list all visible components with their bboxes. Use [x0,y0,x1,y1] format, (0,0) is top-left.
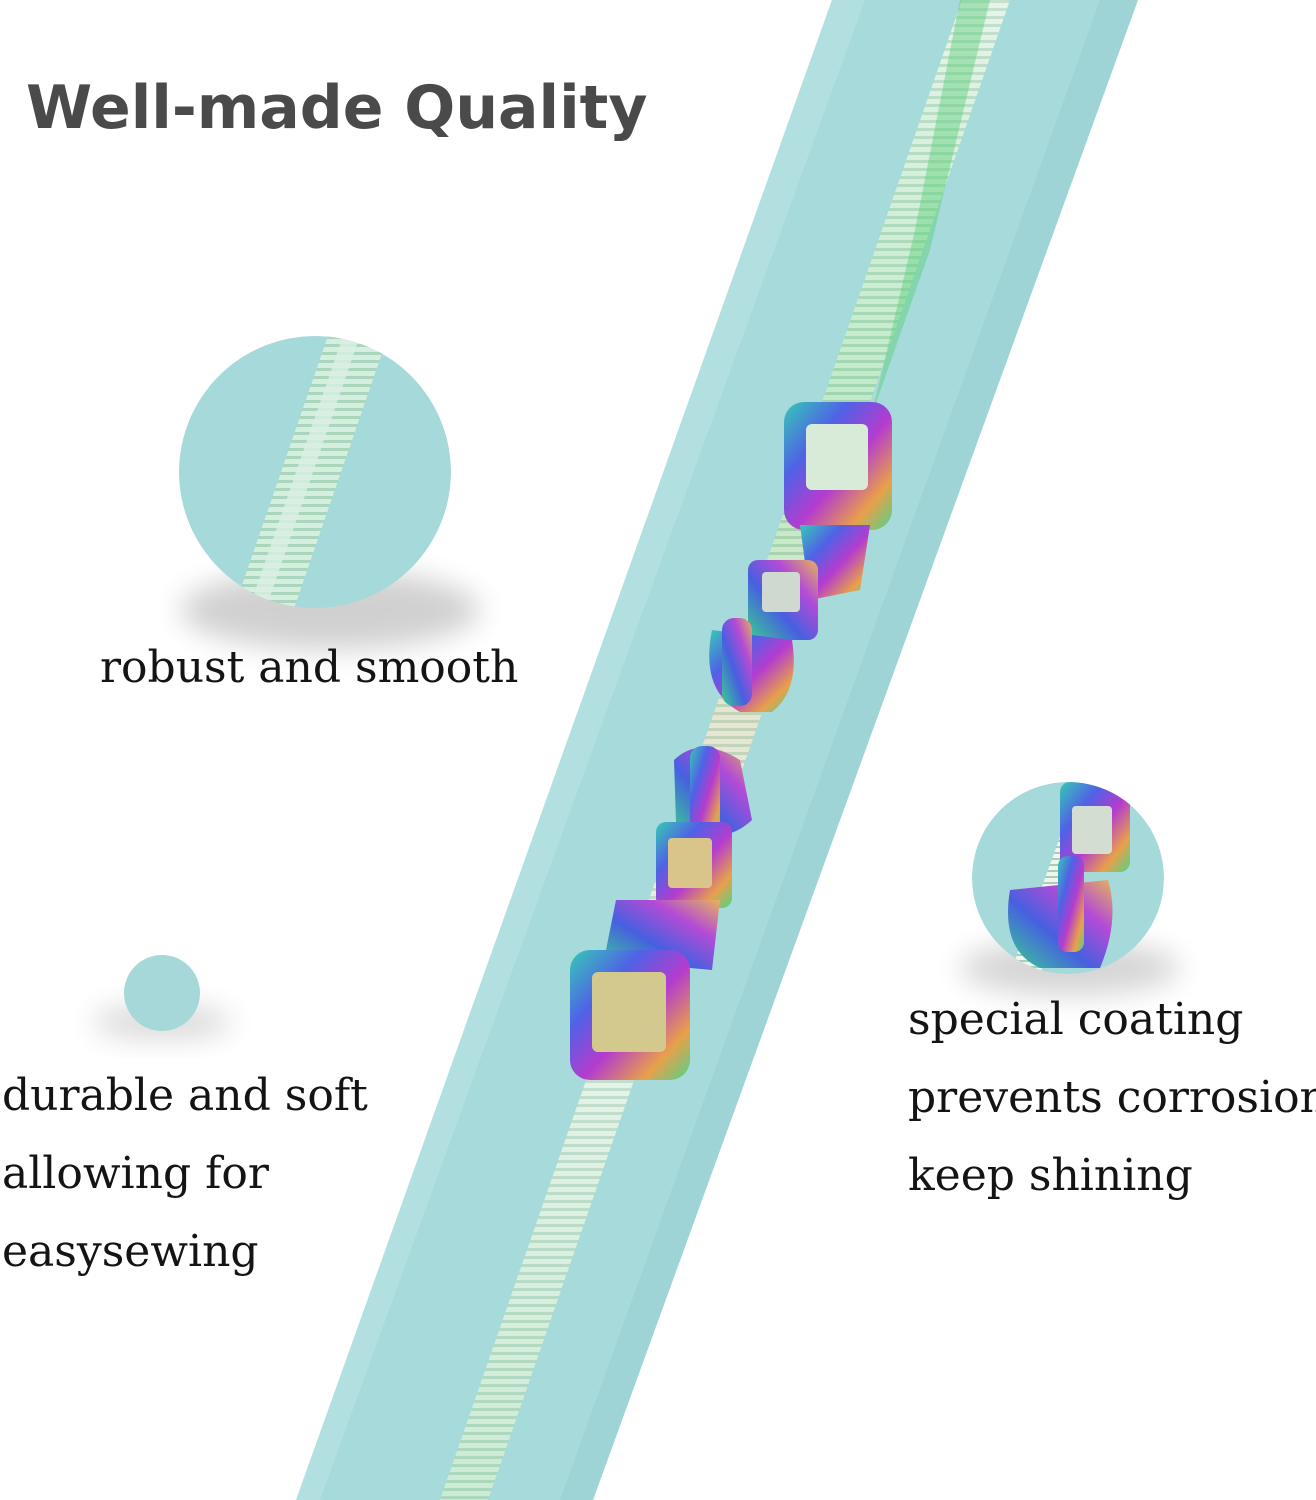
feature-coating: special coating prevents corrosion keep … [908,998,1316,1232]
feature-coating-line: special coating [908,994,1244,1045]
feature-fabric-line: allowing for [2,1148,269,1199]
zipper-teeth [440,0,1010,1500]
feature-fabric-line: easysewing [2,1226,259,1277]
upper-slider [709,402,892,712]
feature-coating-line: prevents corrosion [908,1072,1316,1123]
zoom-circle-teeth [179,336,451,608]
feature-fabric: durable and soft allowing for easysewing [2,1074,368,1308]
page-title: Well-made Quality [26,73,648,143]
feature-fabric-line: durable and soft [2,1070,368,1121]
feature-robust: robust and smooth [100,642,519,693]
zoom-circle-slider [972,782,1164,974]
fabric-swatch [124,955,200,1031]
lower-slider [570,746,752,1080]
feature-coating-line: keep shining [908,1150,1193,1201]
